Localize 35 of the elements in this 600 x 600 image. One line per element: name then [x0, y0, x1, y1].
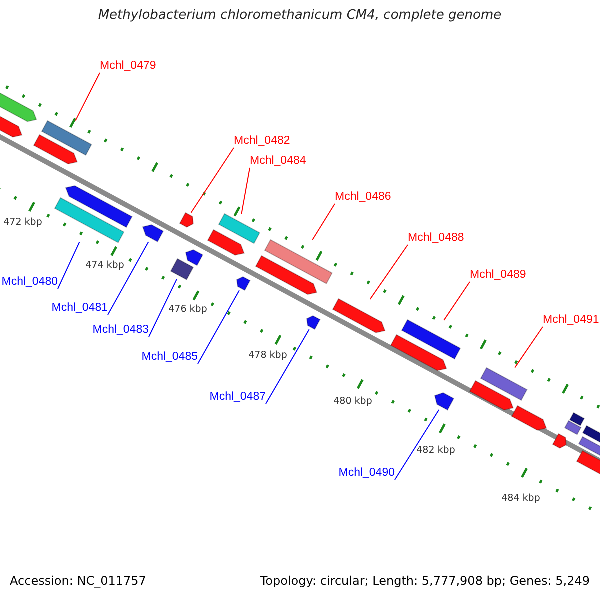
title: Methylobacterium chloromethanicum CM4, complete genome	[97, 9, 503, 22]
gene-label: Mchl_0479	[100, 60, 156, 73]
accession-text: Accession: NC_011757	[10, 575, 146, 588]
gene-label: Mchl_0485	[142, 351, 198, 364]
leader-line	[241, 168, 250, 215]
scale-label: 472 kbp	[4, 216, 42, 229]
gene-label: Mchl_0483	[92, 324, 149, 337]
gene-label: Mchl_0490	[338, 467, 395, 480]
scale-label: 478 kbp	[248, 349, 288, 362]
leader-line	[266, 329, 310, 404]
leader-line	[108, 242, 150, 316]
scale-label: 480 kbp	[334, 395, 372, 408]
scale-label: 482 kbp	[416, 444, 456, 457]
leader-line	[148, 278, 178, 338]
gene-label: Mchl_0486	[335, 191, 392, 204]
scale-label: 476 kbp	[168, 303, 208, 316]
leader-line	[190, 148, 234, 214]
gene-label: Mchl_0491	[543, 314, 600, 327]
leader-line	[514, 326, 544, 368]
genome-summary-text: Topology: circular; Length: 5,777,908 bp; Genes: 5,249	[260, 575, 590, 588]
leader-line	[75, 72, 100, 122]
gene-label: Mchl_0480	[2, 276, 58, 289]
scale-label: 474 kbp	[86, 259, 124, 272]
gene-label: Mchl_0482	[234, 135, 290, 148]
scale-label: 484 kbp	[502, 492, 540, 505]
gene-label: Mchl_0487	[210, 391, 266, 404]
leader-line	[370, 244, 408, 300]
leader-line	[198, 290, 240, 364]
leader-line	[58, 242, 80, 290]
gene-label: Mchl_0481	[52, 302, 108, 315]
gene-label: Mchl_0489	[470, 269, 526, 282]
gene-label: Mchl_0488	[408, 232, 464, 245]
gene-label: Mchl_0484	[250, 155, 306, 168]
leader-line	[312, 204, 336, 241]
leader-line	[394, 409, 440, 480]
